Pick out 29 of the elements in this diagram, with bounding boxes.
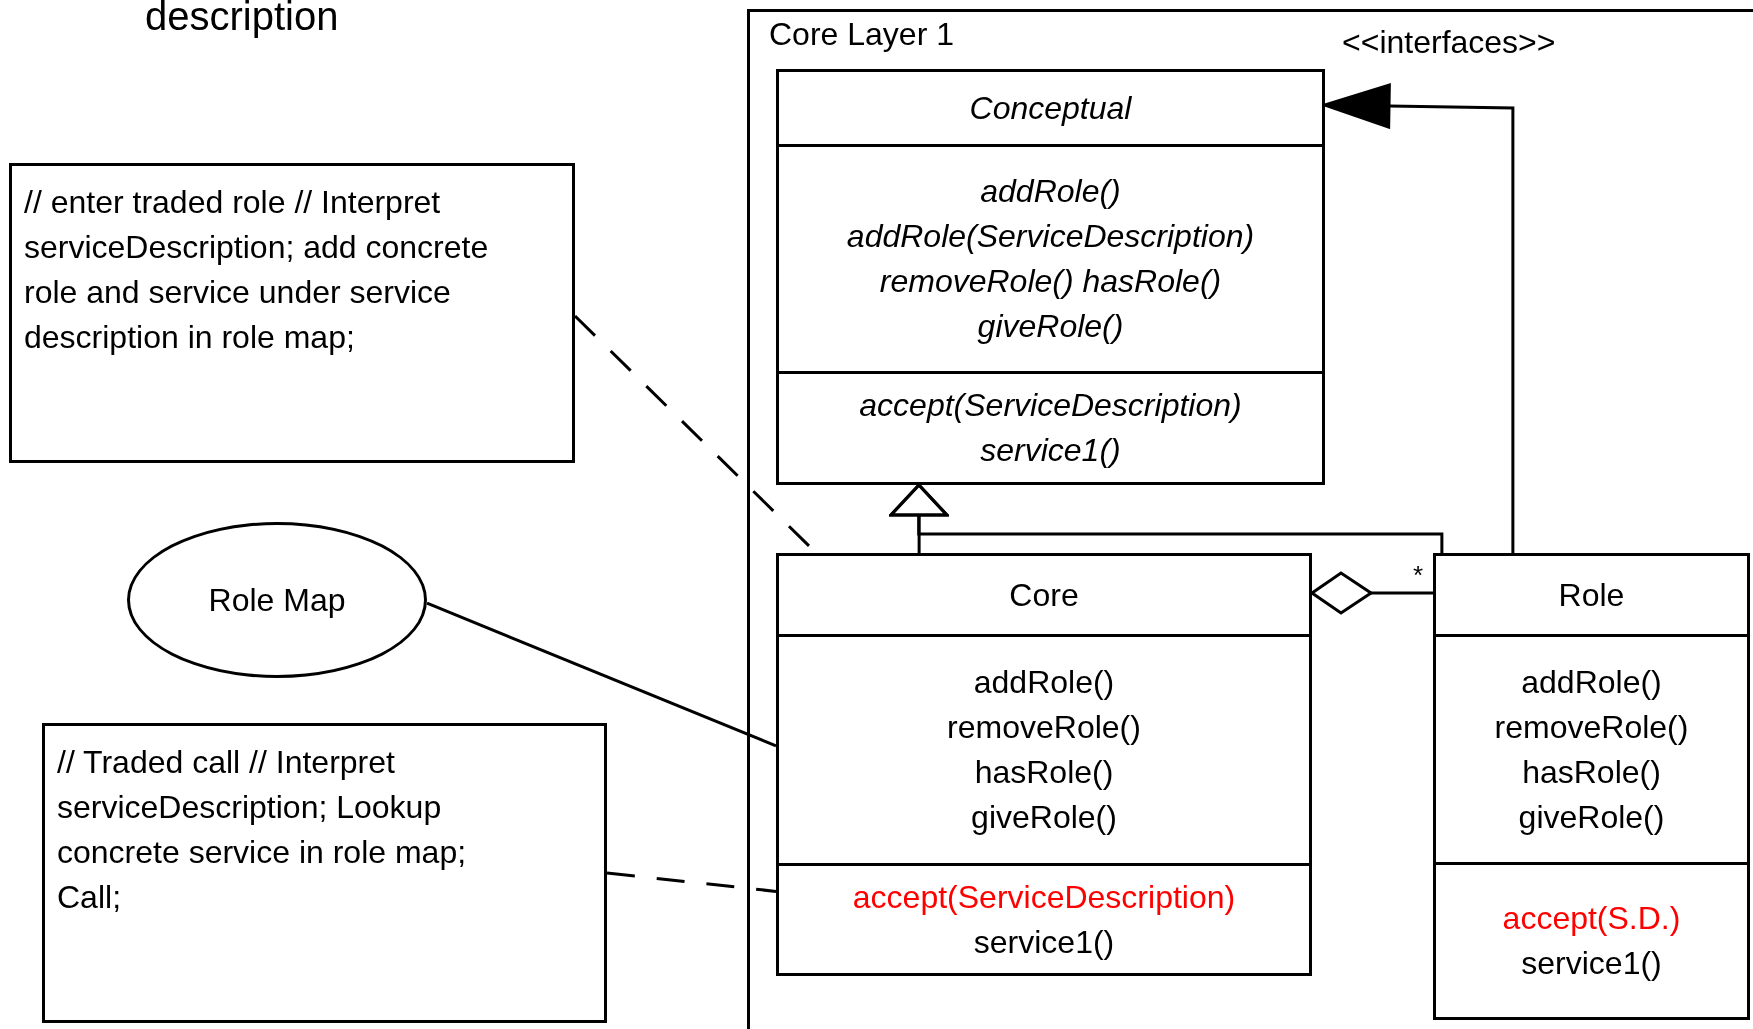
class-box	[776, 553, 1312, 976]
note-box	[42, 723, 607, 1023]
ellipse-label: Role Map	[208, 581, 346, 619]
connector-line	[426, 601, 777, 748]
method-list: addRole() addRole(ServiceDescription) removeRole() hasRole() giveRole()	[846, 169, 1255, 349]
stereotype-label: <<interfaces>>	[1342, 24, 1556, 61]
class-box	[776, 69, 1325, 485]
method-list: addRole() removeRole() hasRole() giveRole()	[947, 660, 1141, 840]
method-name: accept(S.D.)	[1502, 899, 1681, 938]
arrow	[1323, 83, 1515, 553]
class-name: Core	[1009, 575, 1079, 615]
note-box	[9, 163, 575, 463]
method-list: accept(ServiceDescription) service1()	[859, 383, 1242, 473]
note-text: // Traded call // Interpret serviceDescription; Lookup concrete service in role map; Call;	[57, 743, 468, 917]
method-list: addRole() removeRole() hasRole() giveRole()	[1494, 659, 1689, 840]
method-name: service1()	[973, 922, 1115, 962]
aggregation-line	[1310, 571, 1433, 615]
method-name: accept(ServiceDescription)	[852, 877, 1236, 917]
generalization-arrow	[889, 483, 1444, 553]
ellipse-shape	[127, 522, 427, 678]
class-box	[1433, 553, 1750, 1020]
leader-line	[606, 871, 777, 893]
package-frame	[747, 9, 1753, 1029]
method-name: service1()	[1521, 944, 1662, 983]
heading-text: description	[145, 0, 339, 39]
note-text: // enter traded role // Interpret serviceDescription; add concrete role and service under service description in role map;	[24, 183, 490, 357]
package-title: Core Layer 1	[769, 16, 954, 53]
class-name: Conceptual	[969, 88, 1132, 128]
class-name: Role	[1558, 575, 1625, 615]
